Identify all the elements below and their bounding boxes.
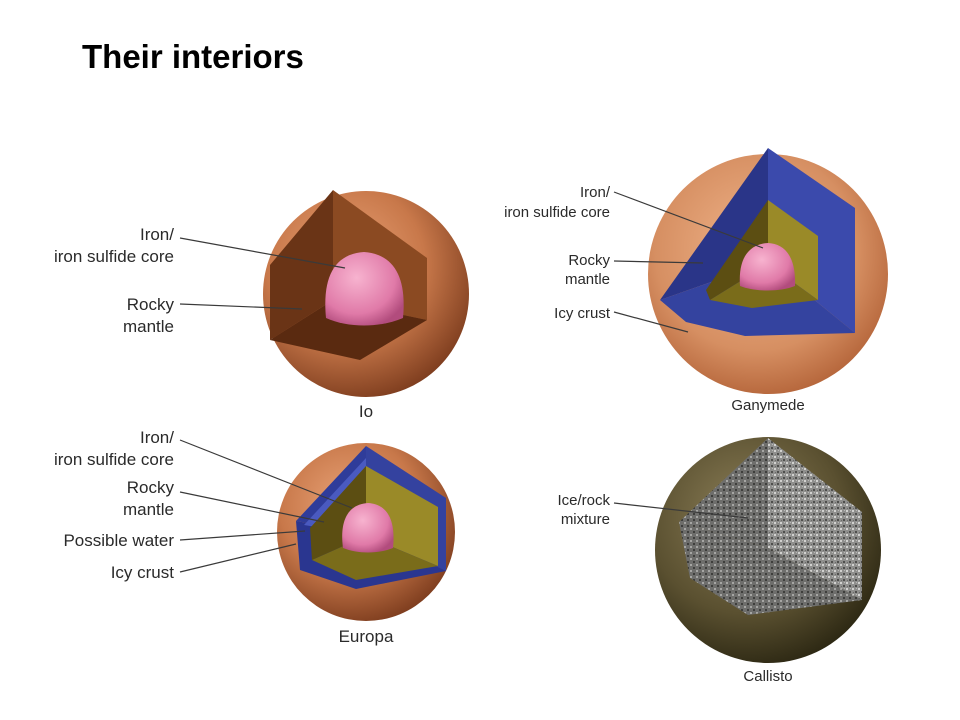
- callisto-mix-label-line1: Ice/rock: [557, 492, 610, 509]
- io-core-label-line2: iron sulfide core: [54, 247, 174, 266]
- europa-core-label-line1: Iron/: [140, 428, 174, 447]
- ganymede-mantle-label-line1: Rocky: [568, 252, 610, 269]
- io-core: [325, 252, 404, 326]
- ganymede-core-leader: [613, 191, 764, 249]
- io-core-leader: [179, 237, 346, 269]
- ganymede-moon: [648, 148, 888, 394]
- ganymede-core-label-line2: iron sulfide core: [504, 204, 610, 221]
- europa-mantle-label-line2: mantle: [123, 500, 174, 519]
- io-mantle-leader: [179, 303, 303, 310]
- ganymede-core-label-line1: Iron/: [580, 184, 611, 201]
- callisto-mix-label-line2: mixture: [561, 511, 610, 528]
- io-mantle-label-line2: mantle: [123, 317, 174, 336]
- europa-water-label: Possible water: [63, 531, 174, 550]
- europa-mantle-label-line1: Rocky: [127, 478, 175, 497]
- europa-moon: [277, 443, 455, 621]
- europa-core-label-line2: iron sulfide core: [54, 450, 174, 469]
- europa-caption: Europa: [339, 627, 394, 646]
- page-title: Their interiors: [82, 38, 304, 75]
- europa-core: [342, 503, 394, 553]
- io-caption: Io: [359, 402, 373, 421]
- ganymede-mantle-leader: [613, 260, 704, 264]
- callisto-caption: Callisto: [743, 668, 792, 685]
- europa-core-leader: [179, 439, 353, 509]
- ganymede-crust-label: Icy crust: [554, 305, 611, 322]
- europa-mantle-leader: [179, 491, 325, 523]
- callisto-moon: [655, 437, 881, 663]
- callisto-ice-rock-mixture: [679, 438, 862, 615]
- callisto-mix-leader: [613, 502, 749, 519]
- ganymede-mantle-label-line2: mantle: [565, 271, 610, 288]
- io-core-label-line1: Iron/: [140, 225, 174, 244]
- ganymede-caption: Ganymede: [731, 397, 804, 414]
- europa-crust-leader: [179, 543, 297, 573]
- europa-water-leader: [179, 530, 306, 541]
- ganymede-crust-leader: [613, 311, 689, 333]
- europa-crust-label: Icy crust: [111, 563, 175, 582]
- ganymede-core: [739, 243, 796, 291]
- io-moon: [263, 190, 469, 397]
- io-mantle-label-line1: Rocky: [127, 295, 175, 314]
